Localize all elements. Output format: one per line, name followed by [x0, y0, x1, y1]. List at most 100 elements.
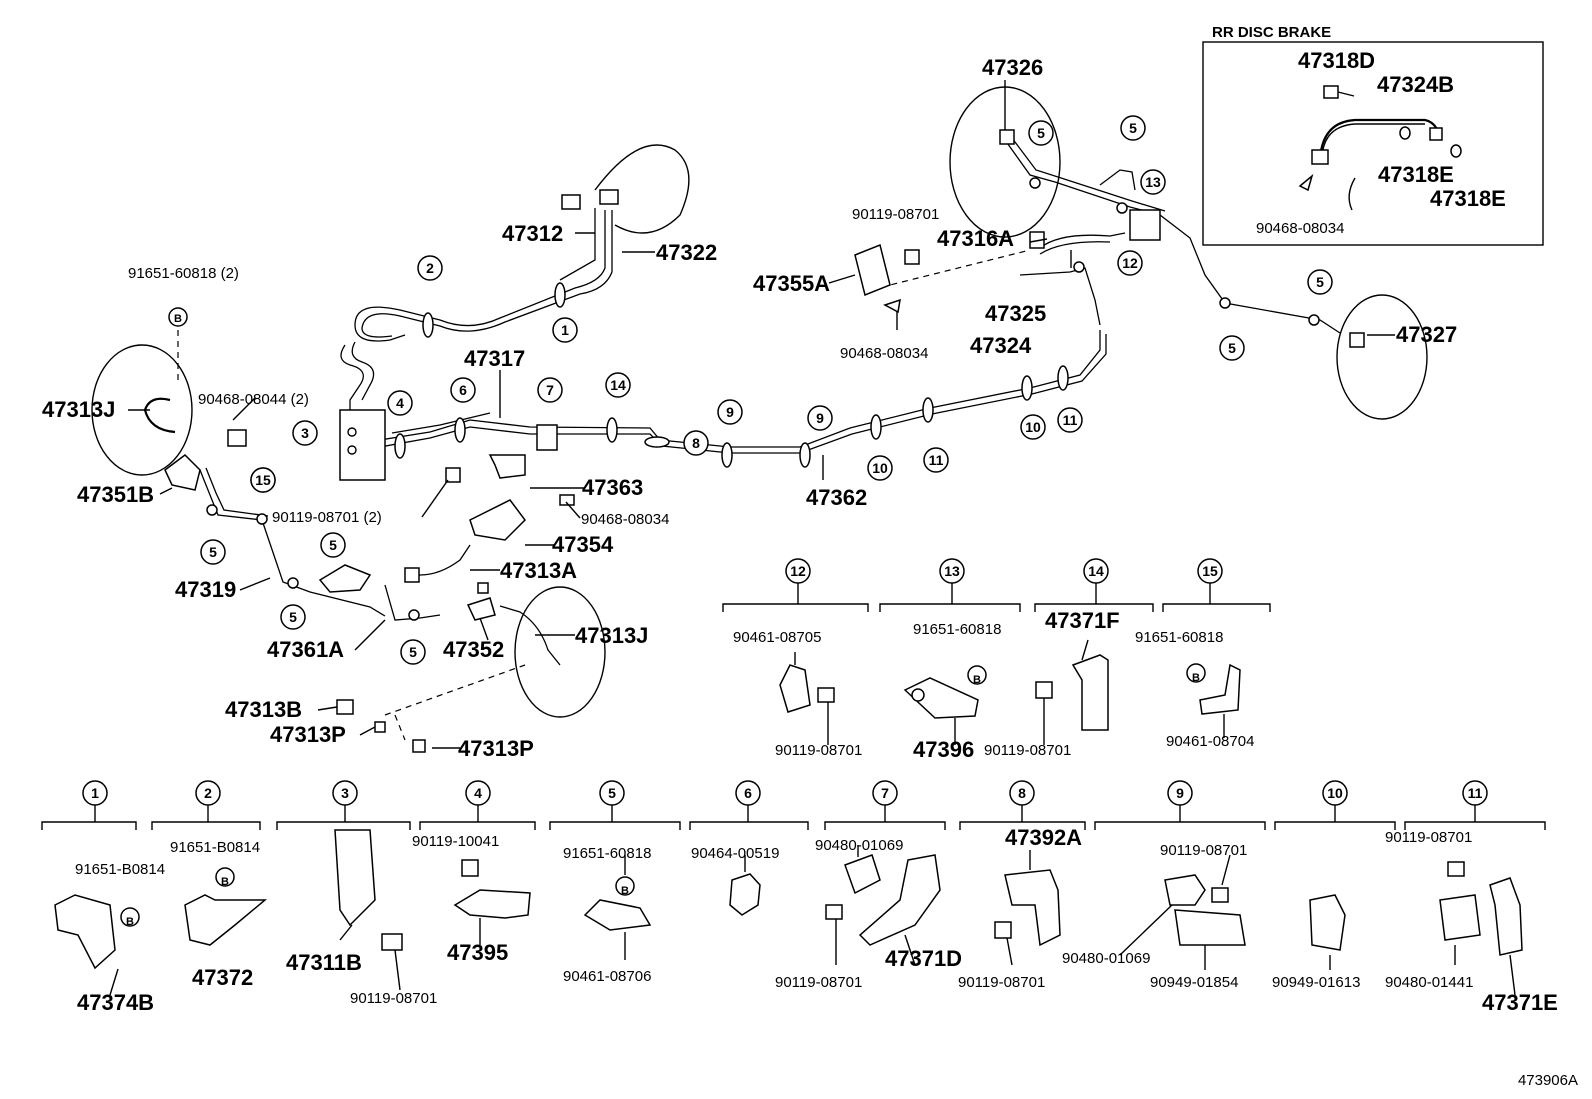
part-number: 47313P — [458, 736, 534, 761]
callout-number: 11 — [1063, 412, 1078, 428]
group-part-number: 91651-60818 — [1135, 629, 1223, 646]
bracket-47363 — [488, 454, 526, 479]
callout-circle — [807, 405, 833, 431]
part-number: 47325 — [985, 301, 1046, 326]
group-part-number: 47372 — [192, 965, 253, 990]
callout-circle — [1140, 169, 1166, 195]
bracket-47351B — [164, 454, 201, 491]
callout-circle — [1028, 120, 1054, 146]
callout-number: 5 — [409, 644, 417, 660]
callout-number: 5 — [1037, 125, 1045, 141]
junction-47311B — [339, 409, 386, 481]
group-part-number: 90949-01854 — [1150, 974, 1238, 991]
group-callout-circle — [1083, 558, 1109, 584]
bolt-mark: B — [221, 876, 229, 888]
group-callout-number: 5 — [608, 785, 616, 801]
callout-number: 3 — [301, 425, 309, 441]
part-number: 47318E — [1430, 186, 1506, 211]
part-number: 47313J — [42, 397, 115, 422]
group-bracket — [824, 821, 946, 830]
part-number: 47318E — [1378, 162, 1454, 187]
part-number: 47355A — [753, 271, 830, 296]
bracket-47371F — [1071, 654, 1109, 731]
leader-lines — [128, 80, 1395, 749]
part-number: 47318D — [1298, 48, 1375, 73]
callout-circle — [1120, 115, 1146, 141]
group-part-number: 91651-B0814 — [170, 839, 260, 856]
inset-pipe — [1348, 177, 1356, 211]
clamp-47374B — [54, 894, 116, 970]
group-callout-number: 3 — [341, 785, 349, 801]
group-callout-number: 11 — [1468, 785, 1483, 801]
group-part-number: 47371F — [1045, 608, 1120, 633]
clamp-47372 — [184, 894, 268, 946]
main-labels: 47326 47312 47322 90119-08701 47316A 473… — [42, 55, 1457, 761]
callout-number: 5 — [289, 609, 297, 625]
part-number: 47354 — [552, 532, 614, 557]
inset-washer-b — [1450, 144, 1462, 158]
callout-circle — [717, 399, 743, 425]
part-number: 47363 — [582, 475, 643, 500]
main-parts — [164, 129, 1365, 753]
callout-number: 10 — [872, 460, 888, 476]
front-right-brake — [514, 586, 606, 718]
group-callout-circle — [599, 780, 625, 806]
fitting-47327 — [1349, 332, 1365, 348]
inset-clip — [1298, 173, 1314, 192]
callout-number: 12 — [1122, 255, 1138, 271]
callout-number: 5 — [209, 544, 217, 560]
group-callout-circle — [1462, 780, 1488, 806]
hose-47313J-left — [143, 397, 176, 434]
inset-rr-disc-brake: RR DISC BRAKE 47318D 47324B 47318E 47318… — [1202, 24, 1544, 246]
clip-90464-00519 — [729, 873, 761, 916]
group-callout-number: 4 — [474, 785, 482, 801]
inset-washer-a — [1399, 126, 1411, 140]
callout-circle — [280, 604, 306, 630]
part-number: 47327 — [1396, 322, 1457, 347]
group-bracket — [1162, 603, 1271, 612]
group-part-number: 90464-00519 — [691, 845, 779, 862]
group-part-number: 47395 — [447, 940, 508, 965]
bolt-marks: B — [168, 307, 188, 327]
clamp-90949-01613 — [1309, 894, 1346, 951]
bolt-mark: B — [174, 313, 182, 325]
clamp-90461-08705 — [779, 664, 811, 713]
group-part-number: 90480-01441 — [1385, 974, 1473, 991]
hose-47313J-right — [499, 605, 561, 666]
callout-number: 13 — [1145, 174, 1161, 190]
group-callout-circle — [465, 780, 491, 806]
callout-circle — [1020, 414, 1046, 440]
bolt-90119-08701-top — [904, 249, 920, 265]
figure-code: 473906A — [1518, 1072, 1578, 1089]
bolt-mark: B — [126, 916, 134, 928]
group-bracket — [879, 603, 1021, 612]
part-number: 90468-08034 — [1256, 220, 1344, 237]
callout-circle — [1307, 269, 1333, 295]
pipe-front-left — [340, 344, 364, 420]
group-callout-number: 14 — [1088, 563, 1104, 579]
front-left-brake — [91, 344, 193, 476]
callout-number: 5 — [1228, 340, 1236, 356]
pipe-47326-47327 — [1004, 139, 1341, 334]
pipe-47322 — [354, 210, 606, 342]
grommet-90480-01069-b — [1164, 874, 1206, 906]
group-part-number: 90461-08706 — [563, 968, 651, 985]
callout-circle — [450, 377, 476, 403]
callout-number: 5 — [1316, 274, 1324, 290]
part-number: 47322 — [656, 240, 717, 265]
bracket-47395 — [453, 889, 531, 919]
callout-number: 2 — [426, 260, 434, 276]
callout-circle — [552, 317, 578, 343]
pipe-47325 — [1019, 267, 1101, 326]
bracket-47354 — [469, 499, 526, 541]
group-part-number: 90119-08701 — [984, 742, 1071, 759]
group-part-number: 47371D — [885, 946, 962, 971]
group-bracket — [151, 821, 261, 830]
group-part-number: 90480-01069 — [1062, 950, 1150, 967]
group-bracket — [41, 821, 137, 830]
part-number: 47362 — [806, 485, 867, 510]
group-part-number: 47392A — [1005, 825, 1082, 850]
pipe-clamps — [206, 177, 1320, 621]
group-part-number: 47371E — [1482, 990, 1558, 1015]
